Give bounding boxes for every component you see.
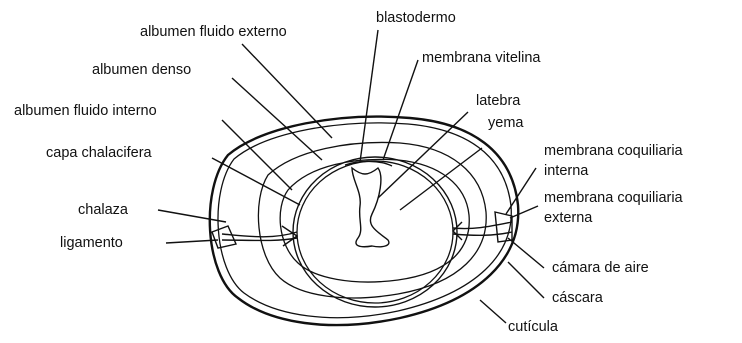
leader-chalaza: [158, 210, 226, 222]
label-cascara: cáscara: [552, 290, 604, 306]
inner-albumen-boundary: [280, 159, 469, 282]
label-yema: yema: [488, 115, 524, 131]
leader-albumen-fluido-externo: [242, 44, 332, 138]
label-membrana-coquiliaria-externa-1: membrana coquiliaria: [544, 190, 684, 206]
leader-membrana-coquiliaria-externa: [510, 206, 538, 218]
label-blastodermo: blastodermo: [376, 10, 456, 26]
label-chalaza: chalaza: [78, 202, 129, 218]
leader-latebra: [378, 112, 468, 198]
label-latebra: latebra: [476, 93, 521, 109]
label-albumen-fluido-interno: albumen fluido interno: [14, 103, 157, 119]
leader-yema: [400, 148, 482, 210]
leader-albumen-denso: [232, 78, 322, 160]
leader-albumen-fluido-interno: [222, 120, 292, 190]
leader-cascara: [508, 262, 544, 298]
leader-cuticula: [480, 300, 506, 323]
label-capa-chalacifera: capa chalacifera: [46, 145, 153, 161]
label-ligamento: ligamento: [60, 235, 123, 251]
latebra: [352, 168, 389, 247]
label-membrana-coquiliaria-interna-1: membrana coquiliaria: [544, 143, 684, 159]
label-albumen-denso: albumen denso: [92, 62, 191, 78]
label-albumen-fluido-externo: albumen fluido externo: [140, 24, 287, 40]
label-cuticula: cutícula: [508, 319, 559, 335]
leader-capa-chalacifera: [212, 158, 300, 205]
label-membrana-vitelina: membrana vitelina: [422, 50, 541, 66]
ligament-left: [212, 226, 236, 248]
label-membrana-coquiliaria-interna-2: interna: [544, 163, 589, 179]
label-membrana-coquiliaria-externa-2: externa: [544, 210, 593, 226]
shell-membrane-outer: [218, 123, 511, 318]
leader-camara-de-aire: [508, 238, 544, 268]
label-camara-de-aire: cámara de aire: [552, 260, 649, 276]
chalaza-right: [453, 222, 512, 240]
egg-shell: [210, 117, 518, 325]
